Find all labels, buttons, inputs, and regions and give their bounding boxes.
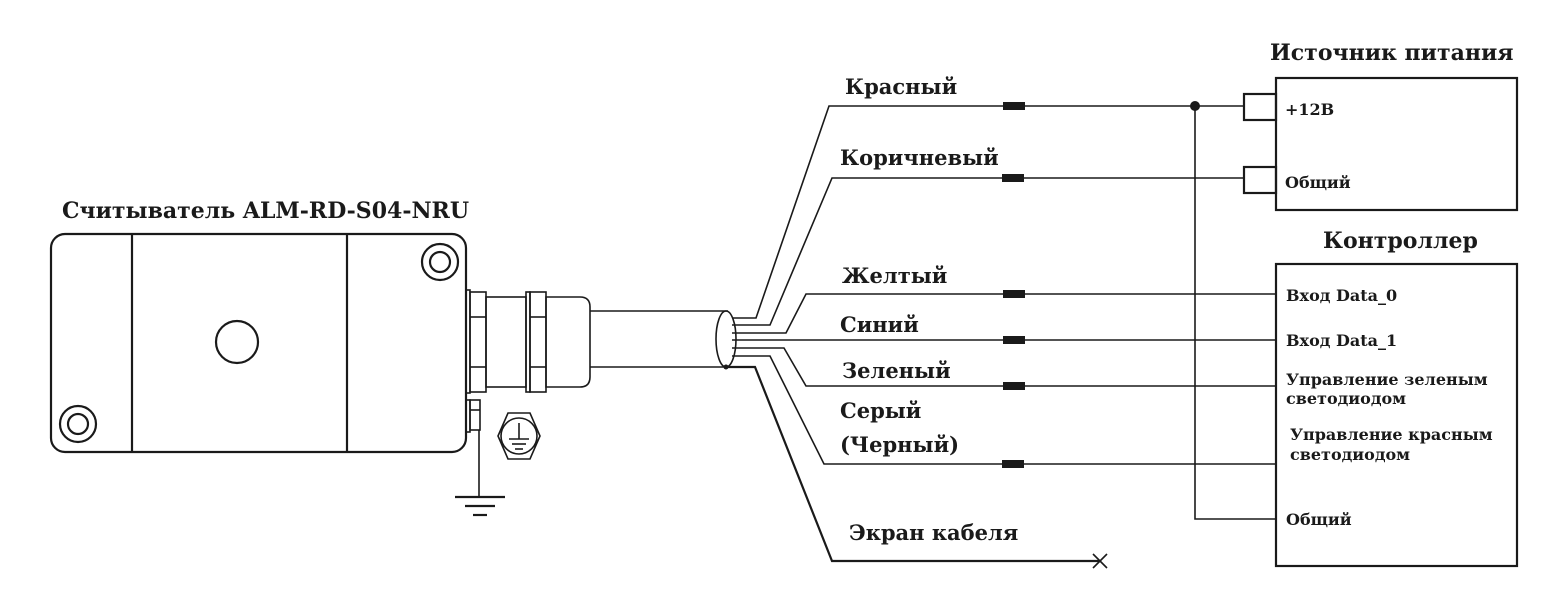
cable-gland (465, 289, 591, 394)
wire-label-blue: Синий (840, 312, 919, 337)
controller-title: Контроллер (1323, 228, 1478, 254)
wire-brown (732, 174, 1243, 326)
wire-marker (1003, 102, 1025, 110)
wire-marker (1002, 174, 1024, 182)
terminal-common (1242, 165, 1278, 195)
mount-hole-bottom-left (58, 404, 98, 444)
wire-label-green: Зеленый (842, 358, 951, 383)
wire-label-grey-alt: (Черный) (840, 432, 959, 457)
wire-marker (1003, 336, 1025, 344)
cable (590, 310, 737, 370)
ps-pin-12v: +12В (1285, 100, 1334, 119)
wire-grey (732, 355, 1276, 468)
wire-label-brown: Коричневый (840, 145, 999, 170)
common-bus (1190, 101, 1276, 520)
power-supply-box (1242, 76, 1519, 212)
reader-body (49, 232, 468, 454)
earth-terminal-icon (497, 412, 541, 460)
reader-title: Считыватель ALM-RD-S04-NRU (62, 198, 469, 224)
power-supply-title: Источник питания (1270, 40, 1514, 66)
wire-shield (728, 365, 1108, 569)
ctrl-pin-red-led: Управление красным (1290, 425, 1493, 444)
wire-marker (1003, 382, 1025, 390)
controller-box (1274, 262, 1519, 568)
wire-label-red: Красный (845, 74, 957, 99)
ps-pin-common: Общий (1285, 173, 1351, 192)
ctrl-pin-red-led-2: светодиодом (1290, 445, 1410, 464)
ground-symbol-icon (455, 495, 505, 517)
mount-hole-top-right (420, 242, 460, 282)
ctrl-pin-data0: Вход Data_0 (1286, 286, 1397, 305)
wire-blue (732, 336, 1276, 344)
ctrl-pin-common: Общий (1286, 510, 1352, 529)
wire-marker (1003, 290, 1025, 298)
wire-red (732, 102, 1243, 319)
ctrl-pin-data1: Вход Data_1 (1286, 331, 1397, 350)
wire-green (732, 347, 1276, 390)
shield-label: Экран кабеля (849, 520, 1018, 545)
wire-marker (1002, 460, 1024, 468)
wire-yellow (732, 290, 1276, 334)
ctrl-pin-green-led: Управление зеленым (1286, 370, 1488, 389)
wire-label-grey: Серый (840, 398, 921, 423)
ctrl-pin-green-led-2: светодиодом (1286, 389, 1406, 408)
wire-label-yellow: Желтый (842, 263, 947, 288)
terminal-12v (1242, 92, 1278, 122)
reader-led-window (214, 319, 260, 365)
ground-lug (465, 399, 481, 497)
